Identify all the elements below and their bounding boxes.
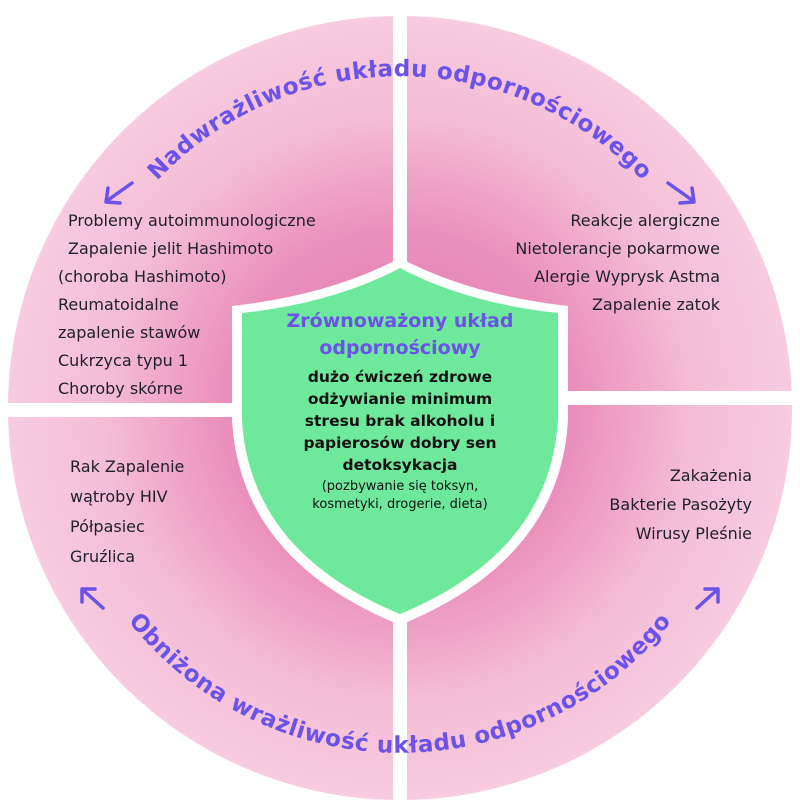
shield-body: dużo ćwiczeń zdrowe odżywianie minimum s… [262, 366, 538, 476]
shield-body-line: odżywianie minimum [307, 390, 493, 408]
shield-body-line: stresu brak alkoholu i [304, 412, 496, 430]
list-item: Choroby skórne [58, 379, 183, 398]
shield-note-line: (pozbywanie się toksyn, [321, 479, 479, 494]
shield-content: Zrównoważony układ odpornościowy dużo ćw… [262, 308, 538, 514]
list-item: Reakcje alergiczne [570, 211, 720, 230]
list-item: (choroba Hashimoto) [58, 267, 227, 286]
list-item: Reumatoidalne [58, 295, 179, 314]
arrow-left-icon [104, 181, 134, 205]
list-item: Nietolerancje pokarmowe [515, 239, 720, 258]
list-item: Zapalenie zatok [591, 295, 720, 314]
quadrant-dividers [8, 10, 792, 800]
shield-body-line: detoksykacja [342, 456, 458, 474]
shield-body-line: dużo ćwiczeń zdrowe [307, 368, 493, 386]
shield-title-line: Zrównoważony układ [286, 310, 514, 332]
list-item: wątroby HIV [70, 487, 168, 506]
shield-note: (pozbywanie się toksyn, kosmetyki, droge… [262, 478, 538, 514]
list-item: Alergie Wyprysk Astma [534, 267, 720, 286]
list-item: Wirusy Pleśnie [635, 524, 752, 543]
list-item: Półpasiec [70, 517, 145, 536]
list-item: Zakażenia [669, 466, 752, 485]
shield-note-line: kosmetyki, drogerie, dieta) [312, 497, 488, 512]
shield-body-line: papierosów dobry sen [303, 434, 497, 452]
list-item: Cukrzyca typu 1 [58, 351, 189, 370]
list-item: Zapalenie jelit Hashimoto [68, 239, 274, 258]
shield-title: Zrównoważony układ odpornościowy [262, 308, 538, 362]
arrow-right-icon [695, 587, 720, 610]
list-item: Gruźlica [70, 547, 136, 566]
quadrant-top-right-list: Reakcje alergiczne Nietolerancje pokarmo… [515, 207, 720, 319]
list-item: Bakterie Pasożyty [609, 495, 752, 514]
list-item: zapalenie stawów [58, 323, 201, 342]
list-item: Problemy autoimmunologiczne [68, 211, 316, 230]
arrow-left-icon [80, 587, 105, 610]
shield-shape [242, 268, 558, 614]
arrow-right-icon [666, 181, 696, 205]
quadrant-top-left-list: Problemy autoimmunologiczne Zapalenie je… [58, 207, 316, 403]
quadrant-bottom-left-list: Rak Zapalenie wątroby HIV Półpasiec Gruź… [70, 452, 184, 572]
list-item: Rak Zapalenie [70, 457, 185, 476]
shield-title-line: odpornościowy [319, 337, 481, 359]
quadrant-bottom-right-list: Zakażenia Bakterie Pasożyty Wirusy Pleśn… [609, 461, 752, 548]
